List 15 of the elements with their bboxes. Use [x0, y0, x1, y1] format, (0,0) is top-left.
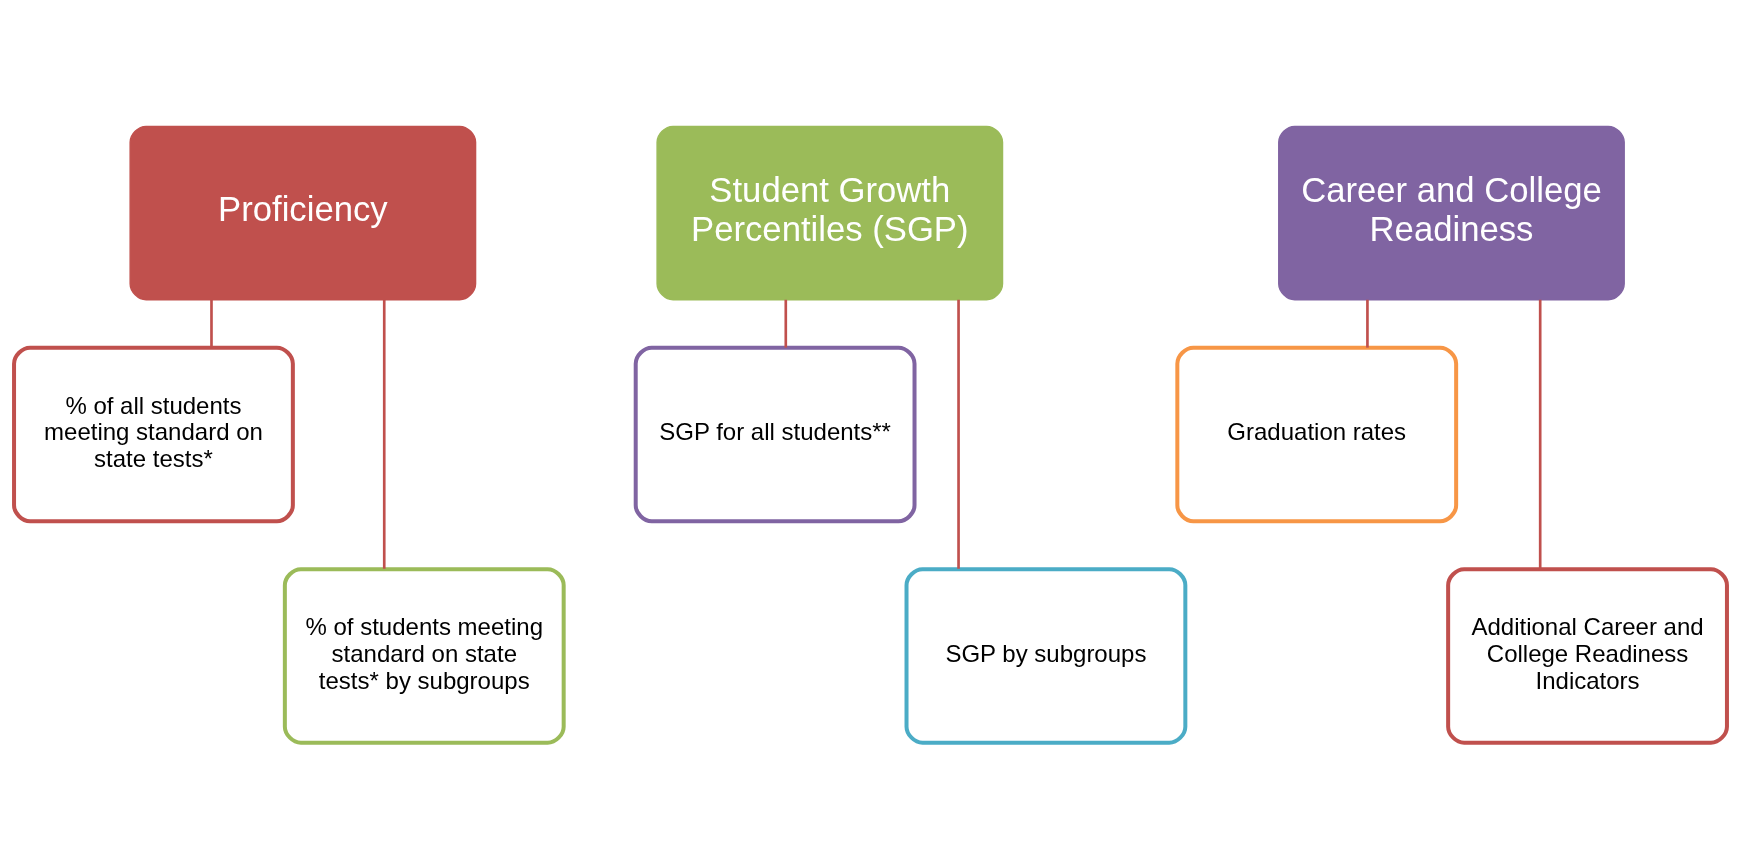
connector [957, 299, 960, 569]
node-box: Career and College Readiness [1278, 125, 1625, 300]
node-box: SGP by subgroups [904, 566, 1188, 745]
connector [1366, 299, 1369, 348]
node-box: Student Growth Percentiles (SGP) [656, 125, 1004, 300]
node-box: % of students meeting standard on state tests* by subgroups [282, 566, 566, 745]
node-box: Proficiency [129, 125, 477, 300]
connector [382, 299, 386, 569]
node-box: Additional Career and College Readiness Indicators [1446, 566, 1729, 745]
node-box: Graduation rates [1175, 345, 1459, 523]
node-box: SGP for all students** [633, 345, 917, 523]
connector [1538, 299, 1542, 569]
node-box: % of all students meeting standard on state tests* [12, 345, 295, 523]
connector [784, 299, 788, 348]
connector [210, 299, 213, 348]
